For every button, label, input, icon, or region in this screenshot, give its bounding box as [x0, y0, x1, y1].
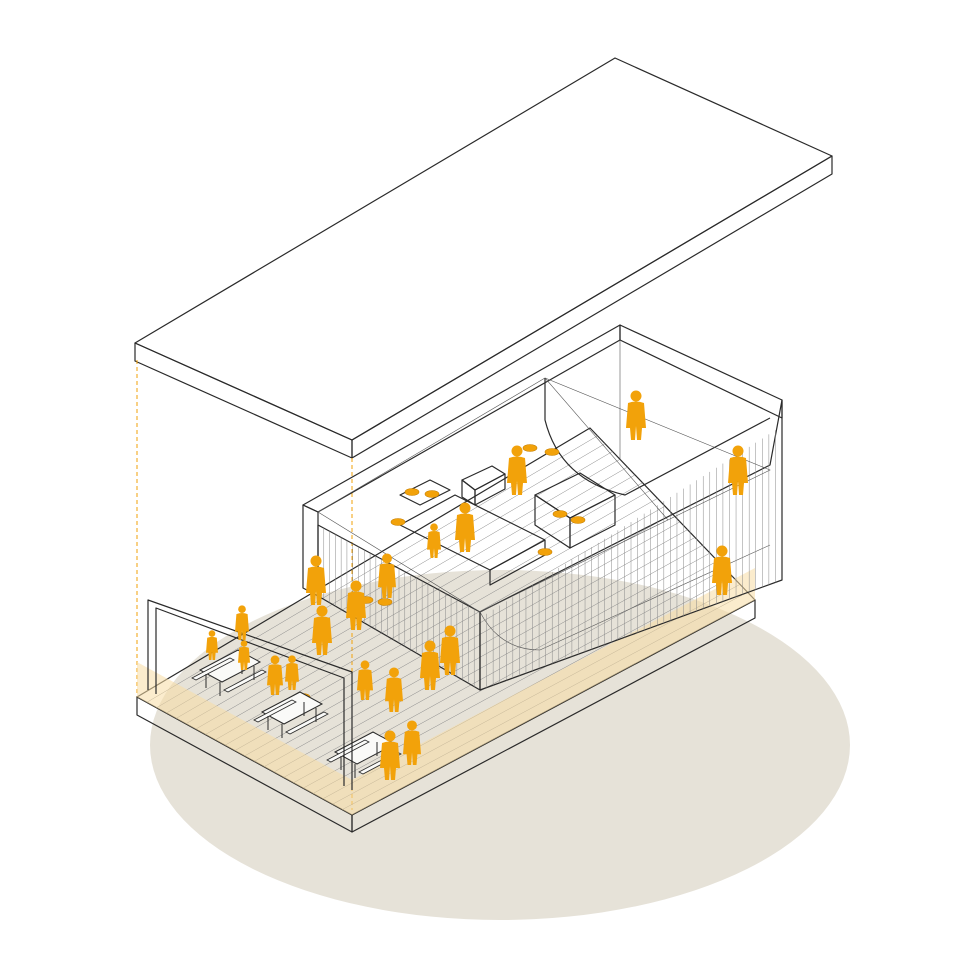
- person-silhouette-icon: [285, 655, 299, 690]
- projection-lines: [136, 360, 353, 810]
- person-silhouette-icon: [728, 445, 748, 495]
- person-silhouette-icon: [312, 605, 332, 655]
- deck-slat: [254, 521, 681, 762]
- person-silhouette-icon: [238, 640, 250, 670]
- pizza-icon: [544, 448, 560, 456]
- person-silhouette-icon: [403, 720, 421, 765]
- pizza-icon: [404, 488, 420, 496]
- roof-slab: [134, 57, 833, 459]
- person-silhouette-icon: [357, 660, 373, 700]
- person-silhouette-icon: [235, 605, 249, 640]
- person-silhouette-icon: [385, 667, 403, 712]
- person-silhouette-icon: [427, 523, 441, 558]
- person-silhouette-icon: [346, 580, 366, 630]
- people: [206, 390, 748, 780]
- picnic-table-icon: [253, 691, 329, 738]
- person-silhouette-icon: [378, 553, 396, 598]
- person-silhouette-icon: [306, 555, 326, 605]
- person-silhouette-icon: [206, 630, 218, 660]
- person-silhouette-icon: [380, 730, 400, 780]
- person-silhouette-icon: [507, 445, 527, 495]
- stove-right: [534, 472, 616, 549]
- deck-frame: [147, 599, 353, 790]
- pizza-icon: [552, 510, 568, 518]
- pizza-icon: [424, 490, 440, 498]
- pizza-icon: [390, 518, 406, 526]
- person-silhouette-icon: [440, 625, 460, 675]
- person-silhouette-icon: [712, 545, 732, 595]
- person-silhouette-icon: [455, 502, 475, 552]
- ground-shadow: [150, 570, 850, 920]
- person-silhouette-icon: [267, 655, 283, 695]
- kitchen-volume: [302, 324, 783, 691]
- person-silhouette-icon: [420, 640, 440, 690]
- pizza-icon: [570, 516, 586, 524]
- deck-slat: [185, 466, 628, 725]
- pizza-icon: [377, 598, 393, 606]
- stove-left: [461, 465, 506, 506]
- pizza-icon: [522, 444, 538, 452]
- pizzas: [295, 444, 586, 701]
- person-silhouette-icon: [626, 390, 646, 440]
- pizza-icon: [537, 548, 553, 556]
- deck-slat: [263, 529, 688, 767]
- wall-slats: [323, 430, 776, 688]
- pass-shelf: [399, 479, 451, 506]
